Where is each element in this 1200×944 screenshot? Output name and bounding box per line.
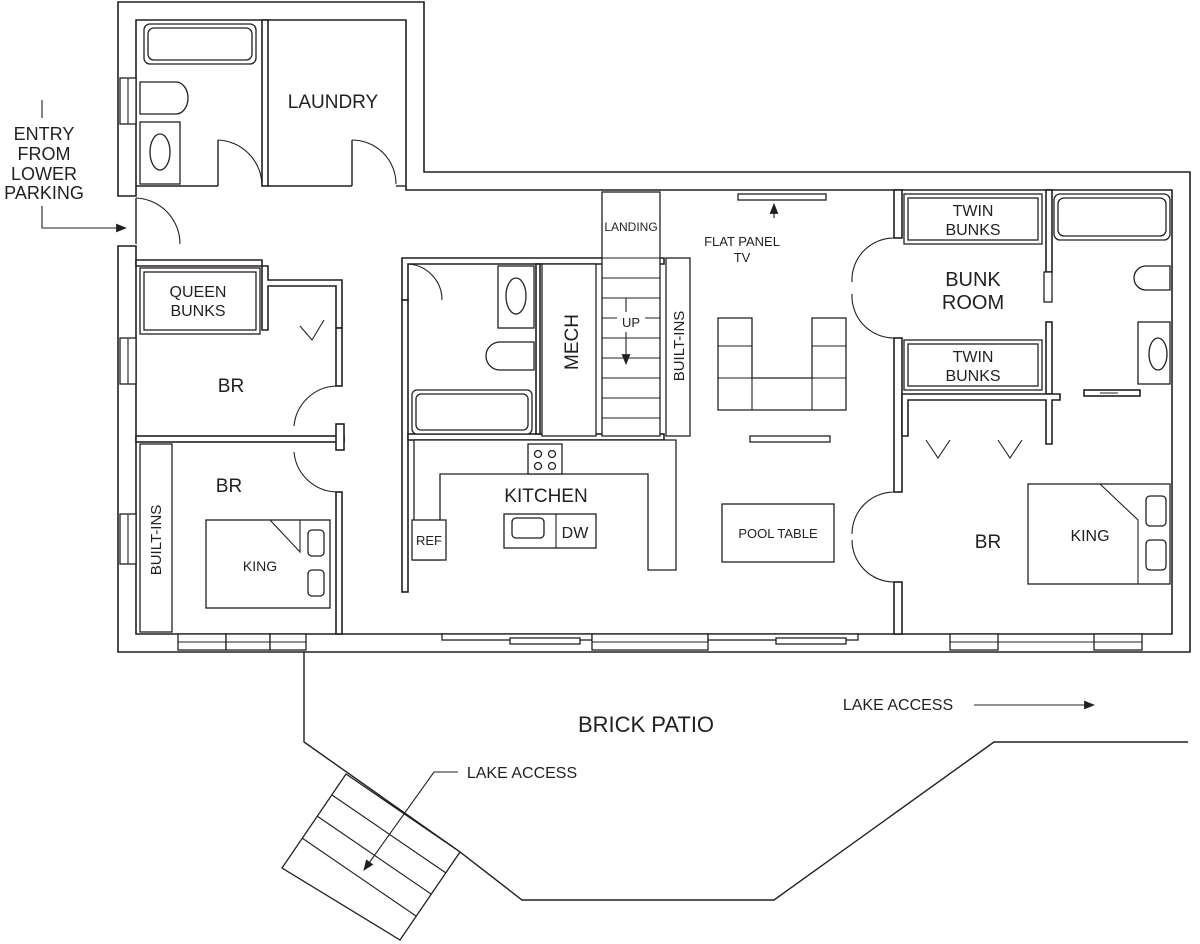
queen-bunks-label-line1: QUEEN	[170, 284, 227, 301]
queen-bunks-label-line2: BUNKS	[170, 303, 225, 320]
entry-label-line3: LOWER	[11, 164, 77, 184]
builtins-left-label: BUILT-INS	[148, 505, 165, 576]
lake-access-right-label: LAKE ACCESS	[843, 697, 953, 714]
laundry-room: LAUNDRY	[268, 92, 406, 187]
dw-label: DW	[562, 525, 590, 542]
laundry-label: LAUNDRY	[288, 92, 379, 113]
great-room: FLAT PANEL TV POOL TABLE	[704, 193, 847, 563]
entry-label-line1: ENTRY	[14, 124, 75, 144]
bunk-room-label-line1: BUNK	[945, 269, 1001, 291]
builtins-stair-label: BUILT-INS	[671, 311, 688, 382]
king-right-label: KING	[1070, 528, 1109, 545]
left-bedrooms: QUEEN BUNKS BR BUILT-INS BR KING	[135, 259, 345, 635]
kitchen: REF KITCHEN DW	[411, 439, 677, 571]
lake-access-stairs-label: LAKE ACCESS	[467, 765, 577, 782]
br-right-label: BR	[975, 532, 1001, 553]
mech-label: MECH	[562, 314, 583, 370]
twin-bunks-bottom-label-line1: TWIN	[953, 349, 994, 366]
br-lower-left-label: BR	[216, 476, 242, 497]
twin-bunks-top-label-line1: TWIN	[953, 203, 994, 220]
entry-label-line4: PARKING	[4, 183, 84, 203]
pool-table-label: POOL TABLE	[738, 526, 818, 541]
flat-panel-label-line1: FLAT PANEL	[704, 234, 780, 249]
entry: ENTRY FROM LOWER PARKING	[4, 100, 181, 245]
exterior-walls	[117, 1, 1191, 653]
flat-panel-label-line2: TV	[734, 250, 751, 265]
ref-label: REF	[416, 533, 442, 548]
central-core: MECH LANDING UP BUILT-INS	[401, 191, 691, 593]
twin-bunks-top-label-line2: BUNKS	[945, 222, 1000, 239]
patio: BRICK PATIO LAKE ACCESS LAKE ACCESS	[281, 652, 1188, 941]
landing-label: LANDING	[604, 220, 657, 234]
br-upper-left-label: BR	[218, 376, 244, 397]
twin-bunks-bottom-label-line2: BUNKS	[945, 368, 1000, 385]
upper-bath	[136, 19, 269, 187]
right-wing: TWIN BUNKS BUNK ROOM TWIN BUNKS BR KING	[851, 189, 1171, 635]
bunk-room-label-line2: ROOM	[942, 292, 1004, 314]
king-left-label: KING	[243, 558, 277, 574]
kitchen-label: KITCHEN	[504, 486, 587, 507]
brick-patio-label: BRICK PATIO	[578, 712, 714, 737]
stair-up-label: UP	[622, 315, 640, 330]
entry-label-line2: FROM	[18, 144, 71, 164]
